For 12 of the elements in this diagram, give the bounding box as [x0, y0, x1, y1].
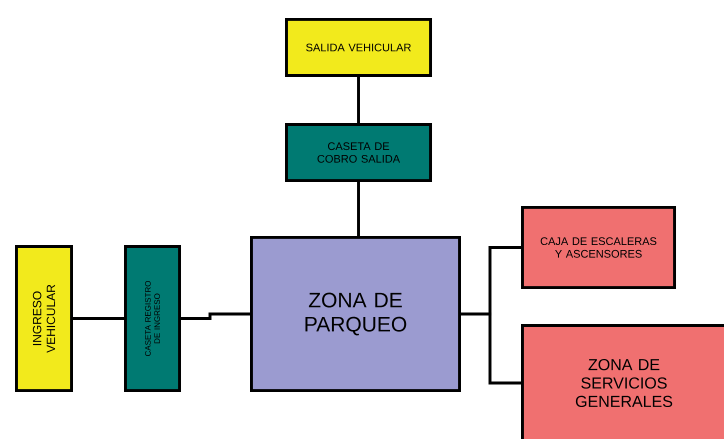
connector-line — [357, 182, 360, 236]
zone-box: ZONA DE PARQUEO — [250, 236, 461, 392]
process-box: CASETA REGISTRO DE INGRESO — [124, 245, 181, 392]
process-box: CAJA DE ESCALERAS Y ASCENSORES — [521, 206, 676, 289]
connector-line — [357, 77, 360, 123]
connector-line — [73, 317, 124, 320]
connector-line — [461, 312, 521, 384]
process-box: INGRESO VEHICULAR — [15, 245, 73, 392]
zone-box: ZONA DE SERVICIOS GENERALES — [521, 324, 724, 439]
process-box: CASETA DE COBRO SALIDA — [285, 123, 432, 182]
connector-line — [181, 312, 250, 320]
process-box: SALIDA VEHICULAR — [285, 18, 432, 77]
